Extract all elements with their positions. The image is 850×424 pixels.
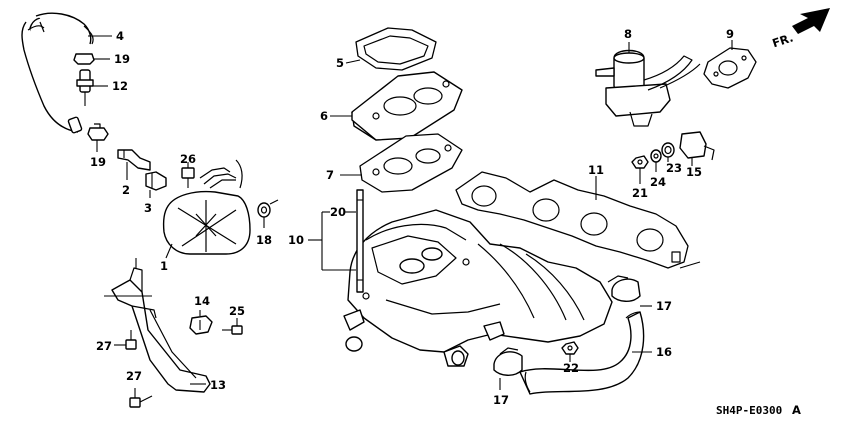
callout-10: 10 bbox=[288, 233, 304, 247]
clamp-17-right bbox=[607, 275, 641, 302]
drawing-code: SH4P-E0300 bbox=[716, 404, 782, 417]
callout-22: 22 bbox=[563, 361, 579, 375]
callout-27-upper: 27 bbox=[96, 339, 112, 353]
callout-26: 26 bbox=[180, 152, 196, 166]
callout-4: 4 bbox=[116, 29, 124, 43]
gasket-9 bbox=[703, 47, 757, 89]
gasket-7 bbox=[359, 133, 463, 193]
callout-15: 15 bbox=[686, 165, 702, 179]
gasket-5 bbox=[355, 27, 437, 71]
gasket-11 bbox=[455, 171, 689, 269]
leader-11b bbox=[679, 261, 701, 269]
connector-15 bbox=[679, 131, 715, 161]
callout-21: 21 bbox=[632, 186, 648, 200]
fitting-2 bbox=[117, 149, 151, 171]
clip-19-upper bbox=[73, 53, 95, 65]
cap-23 bbox=[661, 142, 675, 158]
pcv-hose-part bbox=[21, 12, 94, 134]
callout-1: 1 bbox=[160, 259, 168, 273]
nut-21 bbox=[631, 155, 649, 169]
callout-14: 14 bbox=[194, 294, 210, 308]
callout-27-lower: 27 bbox=[126, 369, 142, 383]
callout-17-lower: 17 bbox=[493, 393, 509, 407]
callout-11: 11 bbox=[588, 163, 604, 177]
callout-20: 20 bbox=[330, 205, 346, 219]
callout-12: 12 bbox=[112, 79, 128, 93]
bolt-27-lower bbox=[129, 395, 153, 408]
callout-19-upper: 19 bbox=[114, 52, 130, 66]
callout-16: 16 bbox=[656, 345, 672, 359]
callout-2: 2 bbox=[122, 183, 130, 197]
callout-19-lower: 19 bbox=[90, 155, 106, 169]
washer-18 bbox=[257, 202, 271, 218]
nut-22 bbox=[561, 341, 579, 355]
clamp-14 bbox=[189, 315, 213, 335]
leader-5 bbox=[345, 59, 361, 64]
fuel-pump-8 bbox=[595, 42, 701, 127]
callout-24: 24 bbox=[650, 175, 666, 189]
bolt-25 bbox=[222, 325, 243, 335]
callout-3: 3 bbox=[144, 201, 152, 215]
callout-13: 13 bbox=[210, 378, 226, 392]
intake-manifold-10 bbox=[343, 209, 613, 367]
front-direction-arrow-icon bbox=[792, 8, 830, 34]
stud-20 bbox=[356, 189, 364, 293]
clamp-17-lower bbox=[493, 347, 523, 376]
callout-7: 7 bbox=[326, 168, 334, 182]
fitting-3 bbox=[145, 171, 167, 191]
callout-6: 6 bbox=[320, 109, 328, 123]
callout-5: 5 bbox=[336, 56, 344, 70]
bracket-13 bbox=[111, 267, 211, 393]
leader-18b bbox=[269, 199, 279, 205]
washer-24 bbox=[650, 149, 662, 163]
callout-17-right: 17 bbox=[656, 299, 672, 313]
heat-shield-1 bbox=[162, 159, 251, 255]
spacer-6 bbox=[351, 71, 463, 141]
bolt-26 bbox=[181, 167, 195, 188]
front-direction-label: FR. bbox=[770, 30, 795, 50]
callout-8: 8 bbox=[624, 27, 632, 41]
callout-18: 18 bbox=[256, 233, 272, 247]
bolt-27-upper bbox=[125, 330, 137, 350]
hose-16 bbox=[519, 311, 645, 395]
clip-19-lower bbox=[87, 123, 109, 141]
drawing-revision: A bbox=[792, 403, 801, 417]
callout-9: 9 bbox=[726, 27, 734, 41]
callout-25: 25 bbox=[229, 304, 245, 318]
callout-23: 23 bbox=[666, 161, 682, 175]
leader-1 bbox=[165, 243, 173, 259]
pcv-valve-12 bbox=[76, 69, 94, 106]
